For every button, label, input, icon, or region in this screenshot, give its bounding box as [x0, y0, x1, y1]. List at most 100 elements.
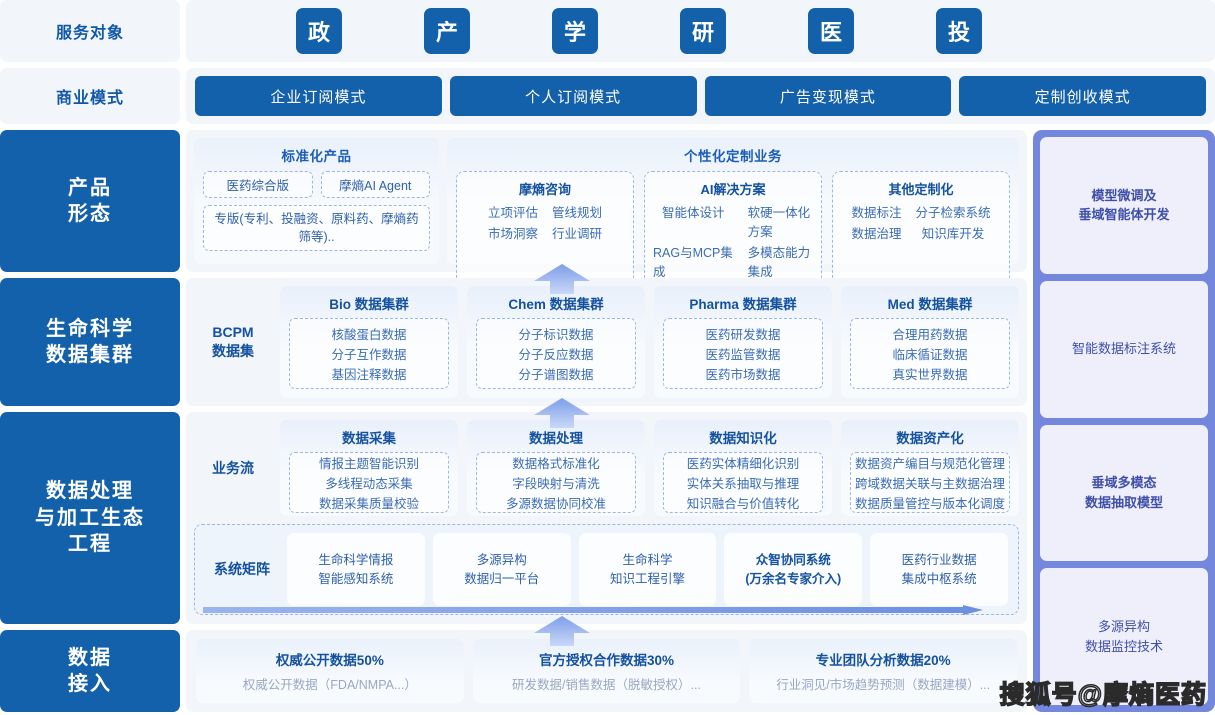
dataset-card-bio[interactable]: Bio 数据集群 核酸蛋白数据 分子互作数据 基因注释数据	[280, 286, 458, 398]
pipeline-row: 数据处理 与加工生态 工程 业务流 数据采集 情报主题智能识别	[0, 412, 1027, 646]
data-access-label: 数据 接入	[0, 630, 180, 712]
custom-card-consulting[interactable]: 摩熵咨询 立项评估 管线规划 市场洞察 行业调研	[456, 171, 634, 289]
custom-card-ai-solution[interactable]: AI解决方案 智能体设计 软硬一体化方案 RAG与MCP集成 多模态能力集成	[644, 171, 822, 289]
data-access-label-line2: 接入	[68, 673, 112, 695]
flow-arrow-up-to-product	[534, 264, 590, 294]
business-model-card-advertising[interactable]: 广告变现模式	[704, 76, 952, 116]
custom-item: 管线规划	[552, 206, 603, 220]
service-audience-label: 服务对象	[0, 0, 180, 62]
custom-card-other-title: 其他定制化	[888, 182, 954, 197]
custom-item: RAG与MCP集成	[653, 246, 733, 279]
system-card-line1: 生命科学情报	[318, 552, 394, 567]
access-card-public-title: 权威公开数据50%	[275, 653, 384, 668]
dataset-item: 真实世界数据	[892, 368, 968, 382]
custom-card-other[interactable]: 其他定制化 数据标注 分子检索系统 数据治理 知识库开发	[832, 171, 1010, 289]
pipeline-card-assetization[interactable]: 数据资产化 数据资产编目与规范化管理 跨域数据关联与主数据治理 数据质量管控与版…	[841, 420, 1019, 516]
system-card-crowd-collab[interactable]: 众智协同系统 (万余名专家介入)	[724, 533, 863, 606]
custom-item: 多模态能力集成	[747, 246, 811, 279]
dataset-label-line1: 生命科学	[46, 317, 134, 340]
standard-product-note[interactable]: 专版(专利、投融资、原料药、摩熵药筛等)..	[203, 205, 430, 251]
audience-badge-yi[interactable]: 医	[808, 8, 854, 54]
access-card-licensed[interactable]: 官方授权合作数据30% 研发数据/销售数据（脱敏授权）...	[472, 639, 741, 703]
dataset-card-med-items: 合理用药数据 临床循证数据 真实世界数据	[850, 318, 1010, 389]
pipeline-card-processing-items: 数据格式标准化 字段映射与清洗 多源数据协同校准	[476, 452, 636, 513]
dataset-label-line2: 数据集群	[46, 344, 134, 366]
flow-arrow-right	[203, 605, 983, 615]
dataset-card-pharma[interactable]: Pharma 数据集群 医药研发数据 医药监管数据 医药市场数据	[654, 286, 832, 398]
system-card-line1: 多源异构	[476, 552, 527, 567]
dataset-card-pharma-title: Pharma 数据集群	[689, 297, 797, 312]
tech-card-heterogeneous-monitoring[interactable]: 多源异构 数据监控技术	[1040, 568, 1208, 705]
system-card-intel-sensing[interactable]: 生命科学情报 智能感知系统	[287, 533, 425, 606]
standard-product-tag-comprehensive[interactable]: 医药综合版	[203, 171, 313, 198]
system-matrix-wrap: 系统矩阵 生命科学情报 智能感知系统 多源异构 数据归一平台 生命科学	[186, 524, 1027, 624]
tech-card-line2: 数据抽取模型	[1084, 494, 1163, 510]
business-model-band: 企业订阅模式 个人订阅模式 广告变现模式 定制创收模式	[186, 68, 1215, 124]
tech-card-line1: 模型微调及	[1091, 187, 1157, 203]
pipeline-card-processing[interactable]: 数据处理 数据格式标准化 字段映射与清洗 多源数据协同校准	[467, 420, 645, 516]
audience-badge-xue[interactable]: 学	[552, 8, 598, 54]
dataset-item: 医药研发数据	[705, 328, 781, 342]
audience-badge-yan[interactable]: 研	[680, 8, 726, 54]
audience-badge-tou[interactable]: 投	[936, 8, 982, 54]
tech-card-model-finetune[interactable]: 模型微调及 垂域智能体开发	[1040, 137, 1208, 274]
stack-rows-column: 产品 形态 标准化产品 医药综合版 摩熵AI Agent 专版(专利、投融资、原…	[0, 130, 1027, 712]
dataset-item: 分子互作数据	[331, 348, 407, 362]
dataset-card-med[interactable]: Med 数据集群 合理用药数据 临床循证数据 真实世界数据	[841, 286, 1019, 398]
access-card-public[interactable]: 权威公开数据50% 权威公开数据（FDA/NMPA...）	[196, 639, 464, 703]
pipeline-item: 数据资产编目与规范化管理	[854, 457, 1005, 471]
dataset-card-pharma-items: 医药研发数据 医药监管数据 医药市场数据	[663, 318, 823, 389]
business-model-card-enterprise[interactable]: 企业订阅模式	[195, 76, 442, 116]
dataset-lane-label-line1: BCPM	[212, 324, 254, 341]
access-card-analysis[interactable]: 专业团队分析数据20% 行业洞见/市场趋势预测（数据建模）...	[749, 639, 1018, 703]
standard-product-title: 标准化产品	[281, 149, 352, 164]
tech-card-multimodal-extraction[interactable]: 垂域多模态 数据抽取模型	[1040, 424, 1208, 562]
business-model-row: 商业模式 企业订阅模式 个人订阅模式 广告变现模式 定制创收模式	[0, 68, 1215, 124]
dataset-item: 医药监管数据	[705, 348, 781, 362]
system-card-knowledge-engine[interactable]: 生命科学 知识工程引擎	[578, 533, 717, 606]
custom-item: 市场洞察	[487, 227, 538, 241]
core-tech-panel: 模型微调及 垂域智能体开发 智能数据标注系统 垂域多模态 数据抽取模型 多源异构	[1033, 130, 1215, 712]
tech-card-annotation-system[interactable]: 智能数据标注系统	[1040, 280, 1208, 418]
service-audience-band: 政 产 学 研 医 投	[186, 0, 1215, 62]
dataset-row: 生命科学 数据集群 BCPM 数据集 Bio 数据集群	[0, 278, 1027, 428]
custom-item: 智能体设计	[662, 206, 725, 220]
dataset-card-chem[interactable]: Chem 数据集群 分子标识数据 分子反应数据 分子谱图数据	[467, 286, 645, 398]
flow-arrow-up-to-dataset	[534, 398, 590, 428]
pipeline-card-knowledge-title: 数据知识化	[709, 431, 777, 446]
system-card-data-unify[interactable]: 多源异构 数据归一平台	[432, 533, 571, 606]
system-card-line1: 生命科学	[622, 552, 673, 567]
dataset-cards: Bio 数据集群 核酸蛋白数据 分子互作数据 基因注释数据 Chem 数据集群	[280, 286, 1019, 398]
audience-badge-chan[interactable]: 产	[424, 8, 470, 54]
dataset-lane-label: BCPM 数据集	[194, 323, 272, 361]
tech-panel-column: 模型微调及 垂域智能体开发 智能数据标注系统 垂域多模态 数据抽取模型 多源异构	[1033, 130, 1215, 712]
access-card-licensed-sub: 研发数据/销售数据（脱敏授权）...	[512, 678, 701, 692]
standard-product-tag-ai-agent[interactable]: 摩熵AI Agent	[320, 171, 430, 198]
custom-item: 立项评估	[487, 206, 538, 220]
business-model-card-personal[interactable]: 个人订阅模式	[449, 76, 697, 116]
dataset-card-bio-items: 核酸蛋白数据 分子互作数据 基因注释数据	[289, 318, 449, 389]
access-card-analysis-title: 专业团队分析数据20%	[815, 653, 951, 668]
system-card-integration-hub[interactable]: 医药行业数据 集成中枢系统	[870, 533, 1008, 606]
pipeline-card-assetization-title: 数据资产化	[896, 431, 964, 446]
custom-item: 知识库开发	[921, 227, 985, 241]
pipeline-row-label: 数据处理 与加工生态 工程	[0, 412, 180, 624]
system-matrix-label: 系统矩阵	[214, 561, 270, 578]
pipeline-item: 数据采集质量校验	[318, 497, 419, 511]
system-card-line1: 众智协同系统	[755, 552, 831, 567]
custom-card-consulting-items: 立项评估 管线规划 市场洞察 行业调研	[488, 202, 602, 242]
dataset-card-chem-title: Chem 数据集群	[508, 297, 604, 312]
pipeline-item: 医药实体精细化识别	[686, 457, 800, 471]
pipeline-label-line3: 工程	[68, 533, 112, 556]
dataset-item: 临床循证数据	[892, 348, 968, 362]
access-card-licensed-title: 官方授权合作数据30%	[538, 653, 675, 668]
pipeline-card-knowledge[interactable]: 数据知识化 医药实体精细化识别 实体关系抽取与推理 知识融合与价值转化	[654, 420, 832, 516]
tech-card-line2: 数据监控技术	[1084, 638, 1163, 654]
audience-badge-zheng[interactable]: 政	[296, 8, 342, 54]
dataset-item: 合理用药数据	[892, 328, 968, 342]
dataset-item: 医药市场数据	[705, 368, 781, 382]
custom-item: 行业调研	[552, 227, 603, 241]
business-model-card-custom[interactable]: 定制创收模式	[959, 76, 1206, 116]
pipeline-card-collection[interactable]: 数据采集 情报主题智能识别 多线程动态采集 数据采集质量校验	[280, 420, 458, 516]
